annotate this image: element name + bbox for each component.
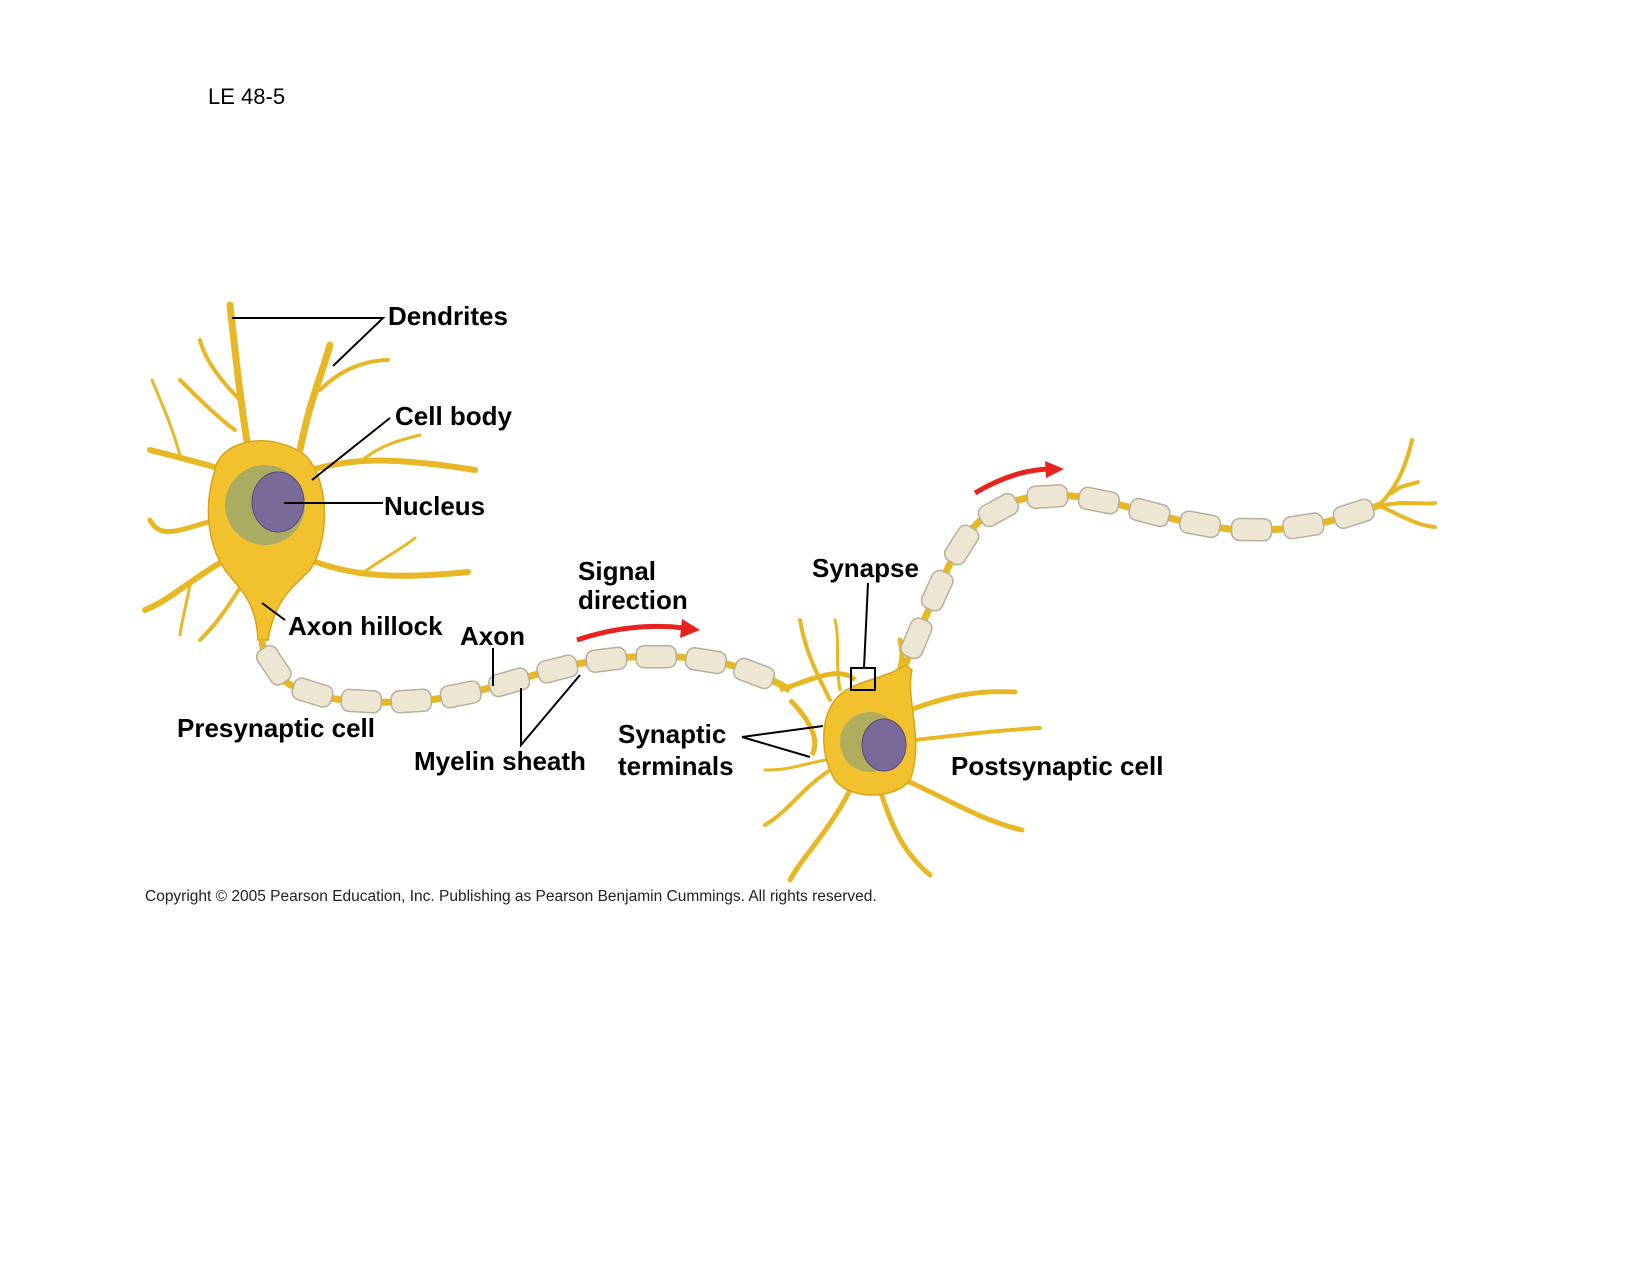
myelin-segment — [291, 677, 334, 708]
myelin-segment — [439, 680, 482, 709]
myelin-segment — [1026, 484, 1069, 509]
signal-direction-arrow — [576, 619, 700, 643]
myelin-segment — [1332, 498, 1375, 530]
label-presynaptic-cell: Presynaptic cell — [177, 713, 375, 743]
label-terminals: terminals — [618, 751, 734, 781]
myelin-segment — [340, 688, 383, 714]
myelin-segment — [255, 644, 292, 686]
label-nucleus: Nucleus — [384, 491, 486, 521]
myelin-segment — [488, 667, 531, 698]
myelin-segment — [900, 617, 933, 660]
copyright-notice: Copyright © 2005 Pearson Education, Inc.… — [145, 888, 877, 905]
myelin-segment — [635, 644, 678, 669]
myelin-segment — [977, 492, 1020, 528]
postsynaptic-nucleus — [861, 718, 907, 772]
myelin-segment — [943, 524, 980, 566]
myelin-segment — [733, 657, 776, 690]
myelin-segment — [536, 654, 579, 684]
label-dendrites: Dendrites — [388, 301, 508, 331]
label-axon-hillock: Axon hillock — [288, 611, 443, 641]
leader-lines — [232, 317, 876, 758]
label-myelin-sheath: Myelin sheath — [414, 746, 586, 776]
label-signal: Signal — [578, 556, 657, 586]
axon-terminal-branches — [1376, 438, 1437, 529]
presynaptic-dendrites — [142, 301, 478, 642]
label-axon: Axon — [460, 621, 525, 651]
signal-direction-arrow-2 — [973, 461, 1064, 496]
myelin-sheath-segments — [255, 644, 776, 714]
myelin-segment — [390, 688, 433, 714]
myelin-segment — [920, 569, 954, 612]
myelin-segment — [585, 646, 628, 673]
label-synapse: Synapse — [812, 553, 919, 583]
label-direction: direction — [578, 585, 688, 615]
myelin-segment — [1282, 512, 1325, 540]
label-postsynaptic-cell: Postsynaptic cell — [951, 751, 1164, 781]
label-synaptic: Synaptic — [618, 719, 727, 749]
figure-id: LE 48-5 — [208, 84, 286, 109]
myelin-segment — [1077, 486, 1120, 515]
myelin-segment — [1128, 497, 1171, 528]
myelin-segment — [1178, 510, 1222, 539]
myelin-sheath-segments-2 — [900, 484, 1375, 660]
myelin-segment — [1230, 517, 1273, 542]
myelin-segment — [684, 647, 728, 675]
label-cell-body: Cell body — [395, 401, 513, 431]
